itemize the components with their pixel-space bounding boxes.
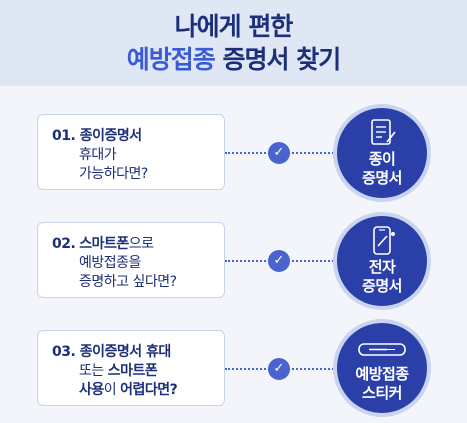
check-icon: ✓ <box>268 250 290 272</box>
result-1-line1: 종이 <box>368 150 396 168</box>
option-2-line2: 예방접종을 <box>79 255 141 271</box>
title-highlight: 예방접종 <box>126 45 216 74</box>
option-3-line2-prefix: 또는 <box>79 363 108 379</box>
option-1-title: 01. 종이증명서 <box>52 127 224 146</box>
result-circle-2: 전자 증명서 <box>337 216 427 306</box>
option-2-line3: 증명하고 싶다면? <box>79 274 177 290</box>
header-banner: 나에게 편한 예방접종 증명서 찾기 <box>0 0 467 86</box>
result-3-line2: 스티커 <box>362 384 402 402</box>
result-2-line2: 증명서 <box>362 277 402 295</box>
page-title-line2: 예방접종 증명서 찾기 <box>0 40 467 76</box>
option-2-title: 02. 스마트폰으로 <box>52 235 224 254</box>
result-2-label: 전자 증명서 <box>337 258 427 296</box>
option-2-line1-bold: 스마트폰 <box>79 236 129 252</box>
option-3-line2: 또는 스마트폰 <box>52 362 224 381</box>
option-3-line3-bold-a: 사용 <box>79 382 104 398</box>
option-1-line1: 종이증명서 <box>79 128 142 144</box>
check-icon: ✓ <box>268 358 290 380</box>
option-1-number: 01. <box>52 128 76 144</box>
option-3-line3-bold-b: 어렵다면? <box>120 382 178 398</box>
option-2-number: 02. <box>52 236 76 252</box>
title-rest: 증명서 찾기 <box>214 45 342 74</box>
smartphone-certificate-icon <box>373 226 395 255</box>
option-card-2: 02. 스마트폰으로 예방접종을 증명하고 싶다면? <box>37 222 225 298</box>
option-1-line2: 휴대가 <box>79 147 117 163</box>
option-card-1: 01. 종이증명서 휴대가 가능하다면? <box>37 114 225 190</box>
option-3-number: 03. <box>52 344 76 360</box>
check-icon: ✓ <box>268 142 290 164</box>
option-3-title: 03. 종이증명서 휴대 <box>52 343 224 362</box>
result-circle-3: 예방접종 스티커 <box>337 323 427 413</box>
page-title-line1: 나에게 편한 <box>174 12 294 41</box>
result-3-line1: 예방접종 <box>355 365 409 383</box>
paper-certificate-icon <box>371 119 396 145</box>
option-3-line2-bold: 스마트폰 <box>107 363 158 379</box>
result-circle-1: 종이 증명서 <box>337 108 427 198</box>
option-2-line1-rest: 으로 <box>128 236 154 252</box>
result-2-line1: 전자 <box>368 258 396 276</box>
result-1-label: 종이 증명서 <box>337 150 427 188</box>
option-card-3: 03. 종이증명서 휴대 또는 스마트폰 사용이 어렵다면? <box>37 330 225 406</box>
option-3-line3-mid: 이 <box>103 382 121 398</box>
option-3-line1: 종이증명서 휴대 <box>79 344 172 360</box>
result-3-label: 예방접종 스티커 <box>337 365 427 403</box>
option-1-line3: 가능하다면? <box>79 166 148 182</box>
option-3-line3: 사용이 어렵다면? <box>52 381 224 400</box>
result-1-line2: 증명서 <box>362 169 402 187</box>
syringe-sticker-icon <box>358 343 406 356</box>
